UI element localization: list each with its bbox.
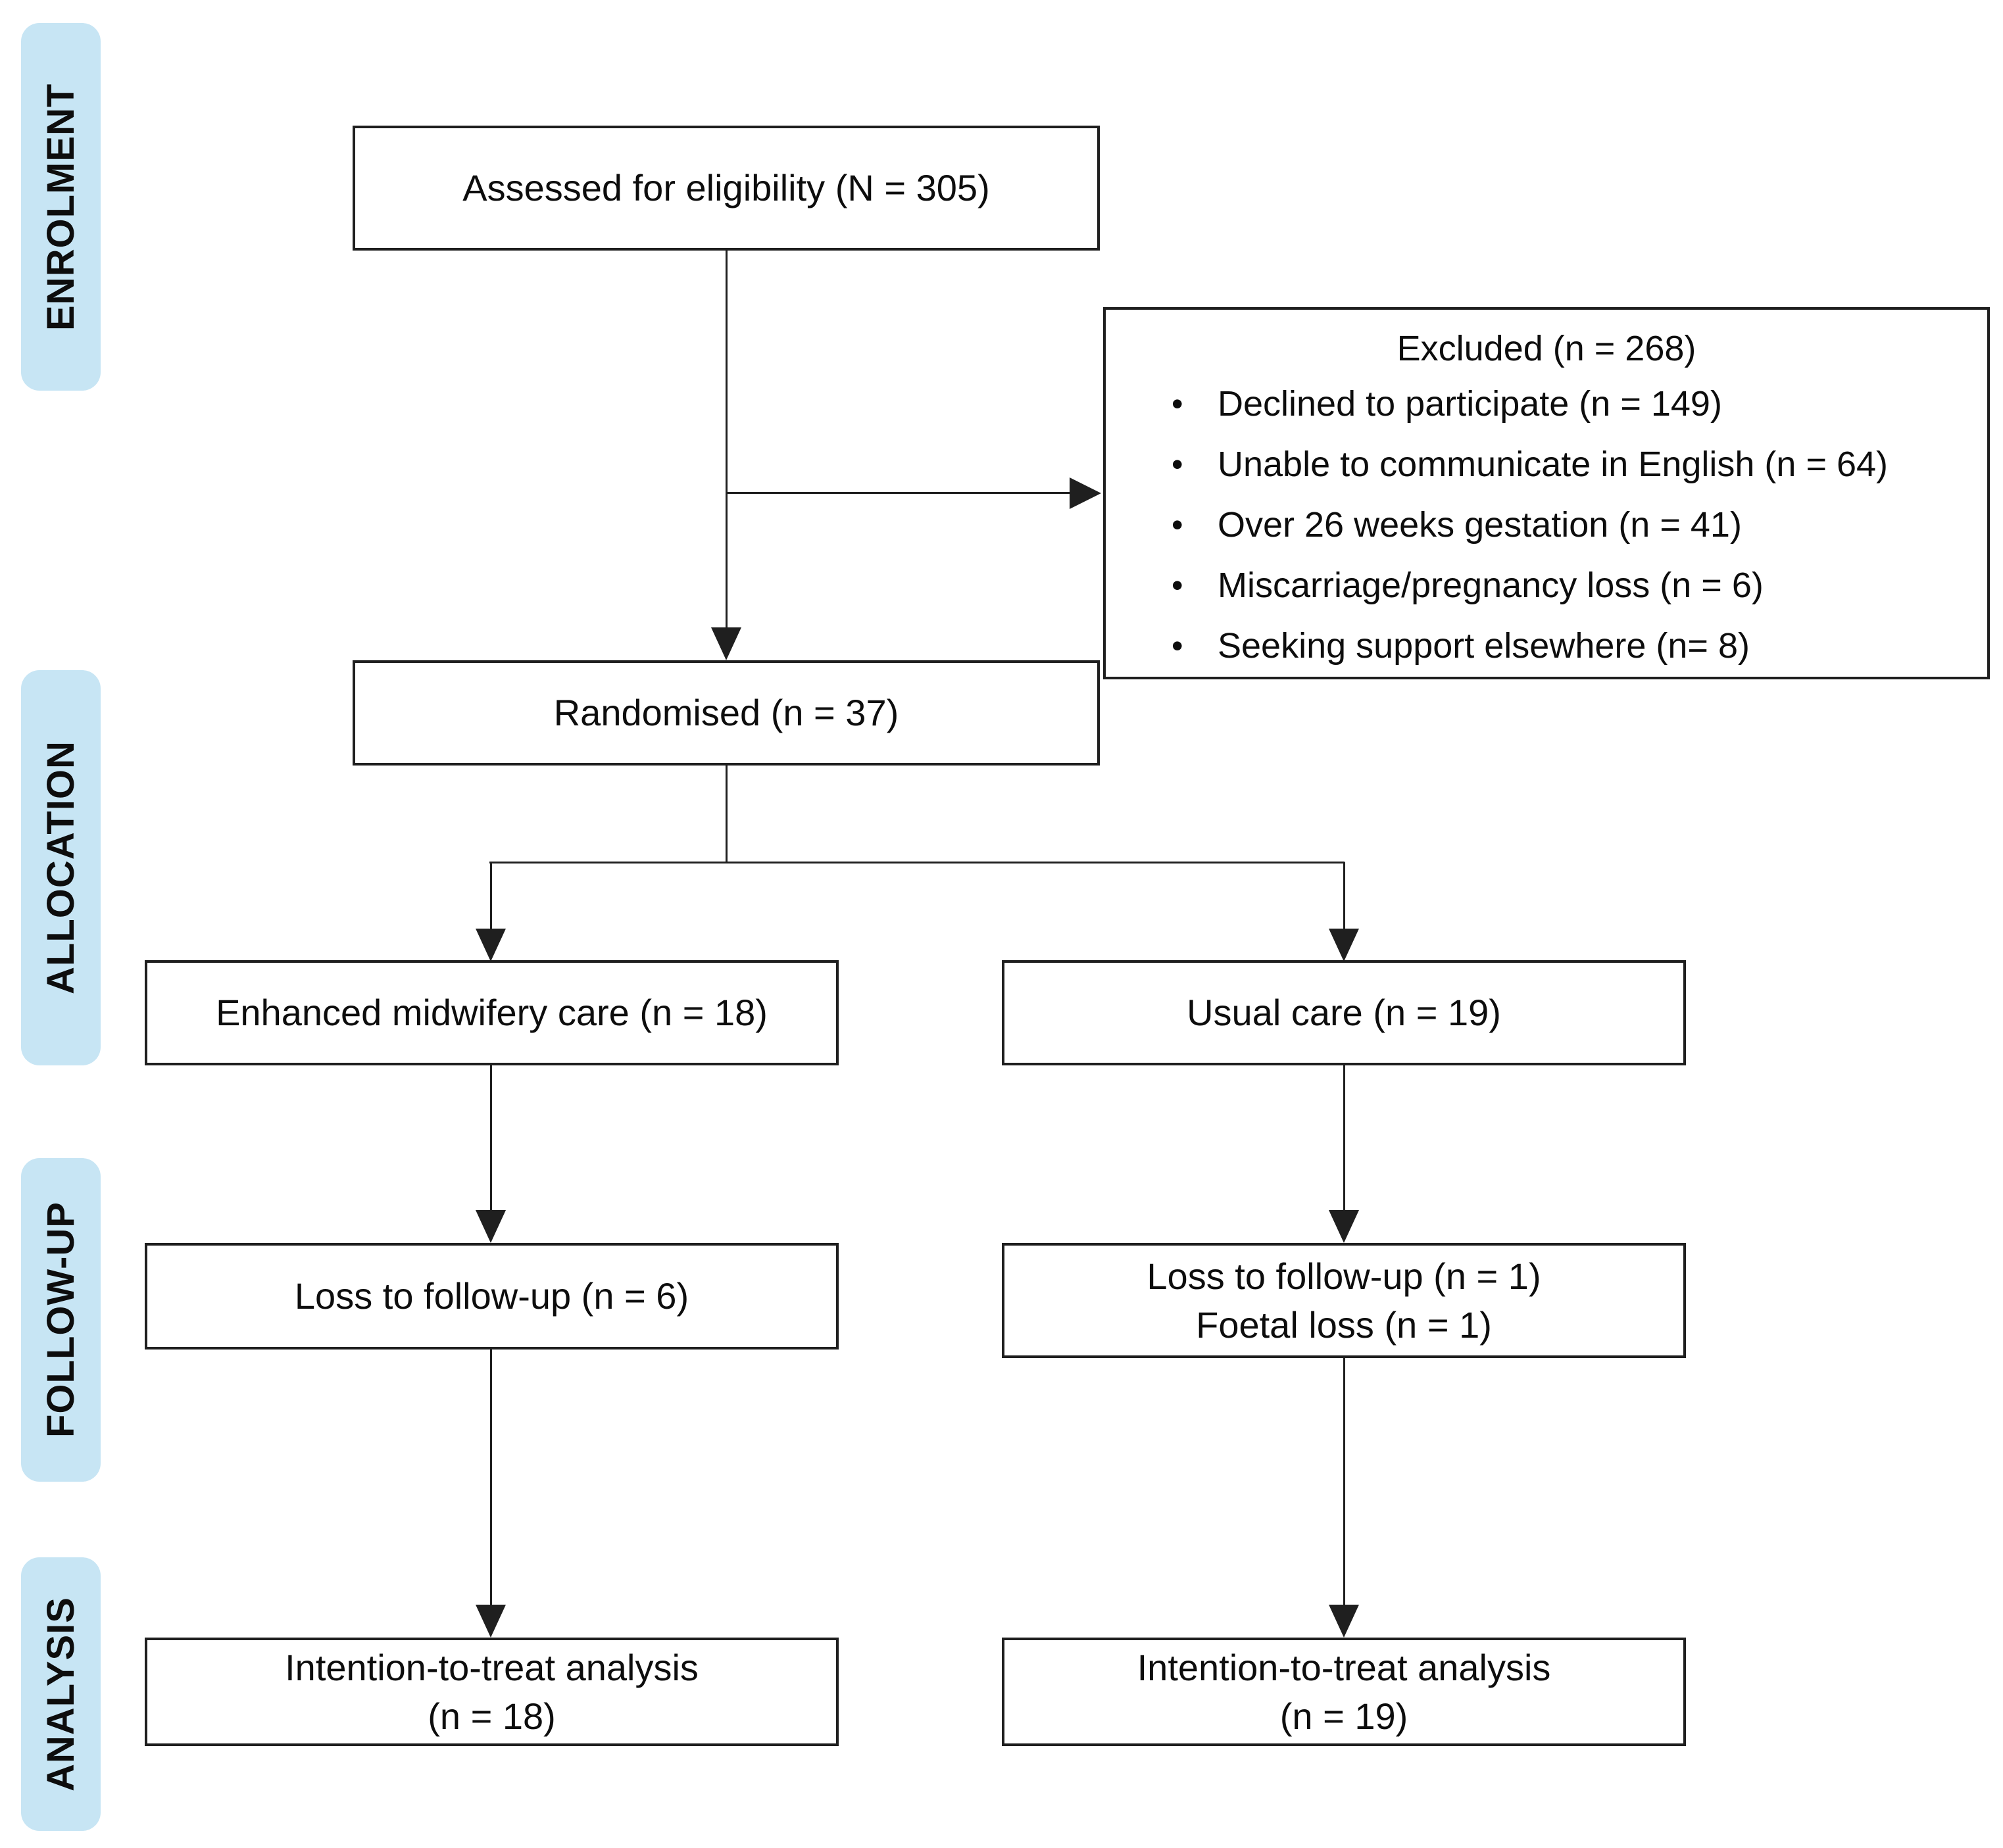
box-enhanced-midwifery-care-label: Enhanced midwifery care (n = 18) [216,992,768,1033]
bullet-icon: • [1172,385,1183,422]
box-assessed-for-eligibility: Assessed for eligibility (N = 305) [353,126,1100,251]
box-usual-care: Usual care (n = 19) [1002,960,1686,1065]
flow-line-followup-to-analysis-right [1343,1356,1345,1606]
flow-line-split-horizontal [489,862,1345,863]
flow-line-alloc-to-followup-right [1343,1065,1345,1211]
arrowhead-into-followup-right-icon [1329,1210,1359,1243]
flow-line-assessed-to-randomised [726,251,728,630]
bullet-icon: • [1172,506,1183,543]
box-intention-to-treat-left-line1: Intention-to-treat analysis [285,1646,699,1688]
box-loss-to-followup-left-label: Loss to follow-up (n = 6) [294,1275,689,1317]
flow-line-split-to-alloc-right [1343,862,1345,930]
stage-band-followup: FOLLOW-UP [21,1158,101,1482]
box-intention-to-treat-right-line2: (n = 19) [1279,1695,1408,1737]
box-loss-to-followup-right: Loss to follow-up (n = 1) Foetal loss (n… [1002,1243,1686,1358]
box-intention-to-treat-right: Intention-to-treat analysis (n = 19) [1002,1638,1686,1746]
stage-band-enrolment: ENROLMENT [21,23,101,391]
arrowhead-into-analysis-left-icon [476,1605,506,1638]
box-excluded-title: Excluded (n = 268) [1397,329,1696,368]
stage-label-analysis: ANALYSIS [39,1597,82,1791]
flow-line-branch-to-excluded [726,492,1070,494]
box-intention-to-treat-left: Intention-to-treat analysis (n = 18) [145,1638,839,1746]
excluded-reason-item: • Declined to participate (n = 149) [1132,374,1961,434]
bullet-icon: • [1172,567,1183,604]
stage-label-allocation: ALLOCATION [39,741,82,995]
stage-label-enrolment: ENROLMENT [39,83,82,331]
arrowhead-into-analysis-right-icon [1329,1605,1359,1638]
box-loss-to-followup-right-line2: Foetal loss (n = 1) [1196,1303,1492,1346]
bullet-icon: • [1172,446,1183,483]
box-enhanced-midwifery-care: Enhanced midwifery care (n = 18) [145,960,839,1065]
flow-line-split-to-alloc-left [490,862,492,930]
excluded-reason-text: Seeking support elsewhere (n= 8) [1218,626,1750,666]
box-randomised-label: Randomised (n = 37) [553,692,899,733]
excluded-reason-item: • Unable to communicate in English (n = … [1132,434,1961,495]
excluded-reason-text: Declined to participate (n = 149) [1218,384,1722,424]
stage-band-analysis: ANALYSIS [21,1557,101,1831]
excluded-reason-item: • Over 26 weeks gestation (n = 41) [1132,495,1961,555]
bullet-icon: • [1172,627,1183,664]
box-loss-to-followup-left: Loss to follow-up (n = 6) [145,1243,839,1350]
excluded-reason-list: • Declined to participate (n = 149) • Un… [1132,374,1961,676]
excluded-reason-text: Over 26 weeks gestation (n = 41) [1218,505,1742,545]
excluded-reason-text: Miscarriage/pregnancy loss (n = 6) [1218,566,1764,605]
arrowhead-into-excluded-icon [1070,477,1101,509]
flow-line-followup-to-analysis-left [490,1350,492,1606]
arrowhead-into-followup-left-icon [476,1210,506,1243]
arrowhead-into-randomised-icon [711,627,741,660]
box-loss-to-followup-right-line1: Loss to follow-up (n = 1) [1147,1255,1541,1297]
box-randomised: Randomised (n = 37) [353,660,1100,766]
flow-line-alloc-to-followup-left [490,1065,492,1211]
excluded-reason-item: • Seeking support elsewhere (n= 8) [1132,616,1961,676]
box-intention-to-treat-left-line2: (n = 18) [428,1695,556,1737]
box-usual-care-label: Usual care (n = 19) [1187,992,1501,1033]
box-assessed-label: Assessed for eligibility (N = 305) [462,167,990,208]
excluded-reason-text: Unable to communicate in English (n = 64… [1218,445,1889,484]
flow-line-randomised-to-split [726,766,728,863]
arrowhead-into-alloc-left-icon [476,929,506,961]
stage-band-allocation: ALLOCATION [21,670,101,1065]
arrowhead-into-alloc-right-icon [1329,929,1359,961]
excluded-reason-item: • Miscarriage/pregnancy loss (n = 6) [1132,555,1961,616]
stage-label-followup: FOLLOW-UP [39,1202,82,1438]
box-excluded: Excluded (n = 268) • Declined to partici… [1103,307,1990,679]
box-intention-to-treat-right-line1: Intention-to-treat analysis [1137,1646,1551,1688]
